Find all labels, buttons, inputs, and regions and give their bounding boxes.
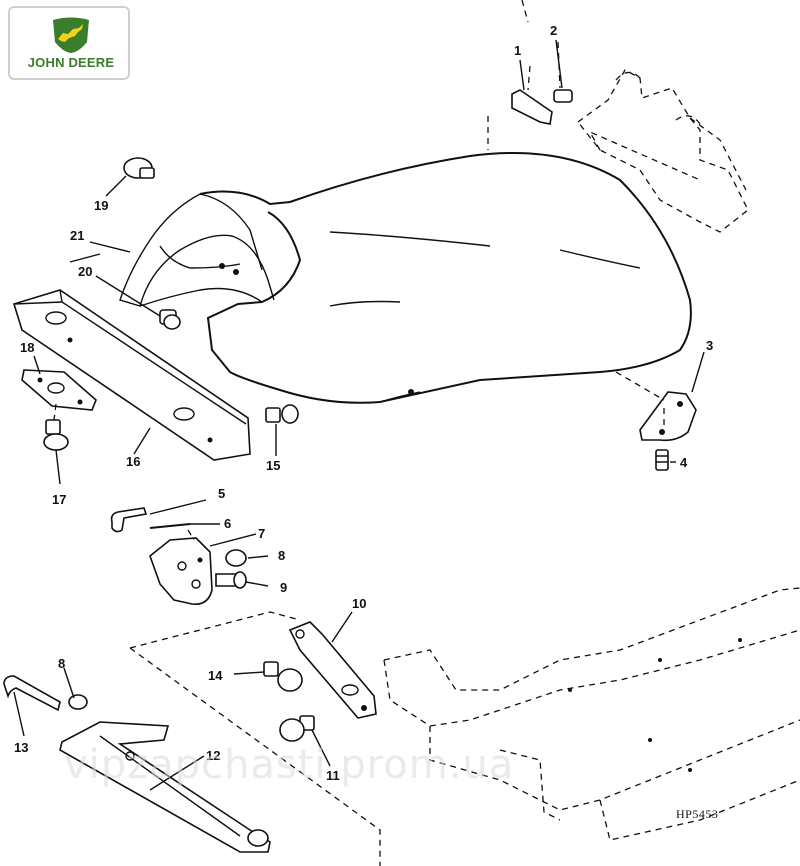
part-label-7: 7 [258,526,265,541]
part-label-17: 17 [52,492,66,507]
part-9-pin [215,571,247,589]
part-10-link [288,621,377,719]
part-14-knob [263,661,303,692]
part-17-knob [43,403,69,451]
part-6-pin [149,523,191,529]
part-5-pin [110,507,148,533]
part-3-bracket [615,371,697,442]
part-12-lever [59,721,271,853]
john-deere-leaping-deer-icon [53,17,89,53]
part-label-15: 15 [266,458,280,473]
part-label-16: 16 [126,454,140,469]
brand-logo: JOHN DEERE [8,6,130,80]
leader-lines [13,39,705,791]
part-8-bushing-lower [68,694,88,710]
part-label-20: 20 [78,264,92,279]
part-label-11: 11 [326,768,340,783]
part-label-10: 10 [352,596,366,611]
part-label-8-lower: 8 [58,656,65,671]
part-label-8: 8 [278,548,285,563]
part-4-bolt [655,449,669,471]
part-1-bracket [511,65,553,125]
part-15-fastener [265,404,299,424]
part-11-knob [279,715,315,742]
part-label-21: 21 [70,228,84,243]
rear-frame-bracket [577,69,749,233]
part-7-bracket [149,529,213,606]
diagram-code: HP5453 [676,807,718,821]
part-label-6: 6 [224,516,231,531]
part-label-2: 2 [550,23,557,38]
part-label-19: 19 [94,198,108,213]
part-label-14: 14 [208,668,223,683]
part-label-5: 5 [218,486,225,501]
watermark: vipzapchasti.prom.ua [64,742,514,788]
part-label-13: 13 [14,740,28,755]
part-20-fastener [159,309,181,330]
part-label-1: 1 [514,43,521,58]
part-label-4: 4 [680,455,688,470]
part-label-3: 3 [706,338,713,353]
chassis-frame [383,587,800,841]
part-label-12: 12 [206,748,220,763]
part-label-9: 9 [280,580,287,595]
part-16-support-bar [12,289,251,461]
part-19-clip [123,157,155,179]
part-18-plate [21,369,97,411]
hood-shell [119,116,692,404]
brand-name: JOHN DEERE [27,55,115,70]
part-13-rod [3,675,61,712]
part-label-18: 18 [20,340,34,355]
part-8-bushing [225,549,247,567]
